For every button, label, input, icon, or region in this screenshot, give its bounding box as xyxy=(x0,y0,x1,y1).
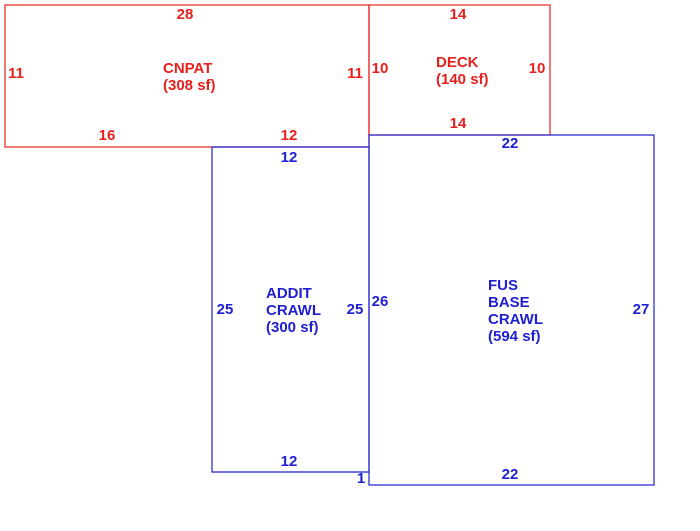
fus-base-crawl-area-value: (594 sf) xyxy=(488,328,541,345)
addit-crawl-step-dimension: 1 xyxy=(357,470,365,487)
addit-crawl-name-line-1: ADDIT xyxy=(266,285,312,302)
cnpat-area: 28 11 11 16 12 CNPAT (308 sf) xyxy=(4,4,370,148)
fus-base-crawl-area: 22 26 27 22 FUS BASE CRAWL (594 sf) xyxy=(368,134,655,486)
deck-bottom-dimension: 14 xyxy=(450,115,467,132)
fus-base-crawl-name-line-1: FUS xyxy=(488,277,518,294)
fus-base-crawl-left-dimension: 26 xyxy=(372,293,389,310)
fus-base-crawl-name-line-3: CRAWL xyxy=(488,311,543,328)
cnpat-bottom-dimension-left: 16 xyxy=(99,127,116,144)
addit-crawl-area-value: (300 sf) xyxy=(266,319,319,336)
fus-base-crawl-name-line-2: BASE xyxy=(488,294,530,311)
cnpat-top-dimension: 28 xyxy=(177,6,194,23)
fus-base-crawl-bottom-dimension: 22 xyxy=(502,466,519,483)
fus-base-crawl-outline xyxy=(368,134,655,486)
addit-crawl-name-line-2: CRAWL xyxy=(266,302,321,319)
addit-crawl-top-dimension: 12 xyxy=(281,149,298,166)
addit-crawl-area: 12 25 25 12 1 ADDIT CRAWL (300 sf) xyxy=(211,146,370,487)
cnpat-name: CNPAT xyxy=(163,60,212,77)
deck-right-dimension: 10 xyxy=(529,60,546,77)
addit-crawl-left-dimension: 25 xyxy=(217,301,234,318)
deck-area: 14 10 10 14 DECK (140 sf) xyxy=(368,4,551,136)
addit-crawl-bottom-dimension: 12 xyxy=(281,453,298,470)
deck-top-dimension: 14 xyxy=(450,6,467,23)
deck-name: DECK xyxy=(436,54,479,71)
cnpat-area-value: (308 sf) xyxy=(163,77,216,94)
cnpat-left-dimension: 11 xyxy=(8,65,24,82)
fus-base-crawl-top-dimension: 22 xyxy=(502,135,519,152)
deck-left-dimension: 10 xyxy=(372,60,389,77)
fus-base-crawl-right-dimension: 27 xyxy=(633,301,650,318)
deck-area-value: (140 sf) xyxy=(436,71,489,88)
addit-crawl-right-dimension: 25 xyxy=(347,301,364,318)
cnpat-bottom-dimension-right: 12 xyxy=(281,127,298,144)
cnpat-right-dimension: 11 xyxy=(347,65,363,82)
